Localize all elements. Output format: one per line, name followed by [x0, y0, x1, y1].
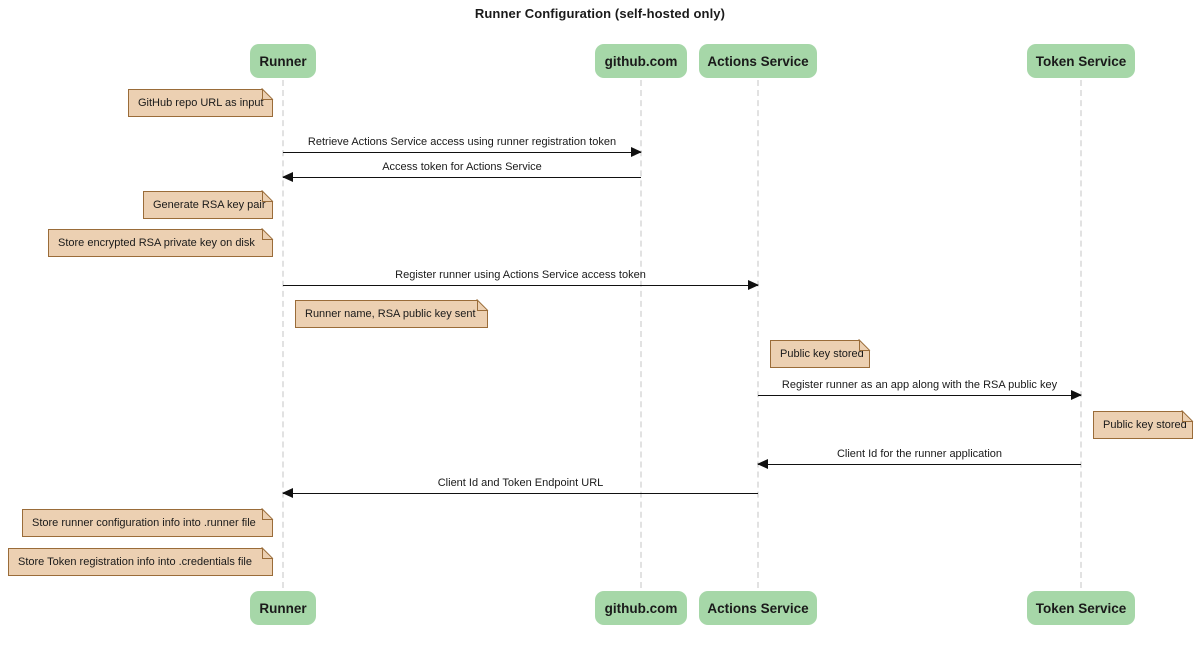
arrow-head-icon [748, 280, 759, 290]
participant-label: Token Service [1035, 53, 1127, 69]
note-github-repo-url[interactable]: GitHub repo URL as input [128, 89, 273, 117]
note-store-runner-config[interactable]: Store runner configuration info into .ru… [22, 509, 273, 537]
arrow-head-icon [757, 459, 768, 469]
participant-label: Token Service [1035, 600, 1127, 616]
note-text: Runner name, RSA public key sent [305, 308, 476, 320]
note-fold-corner-icon [262, 191, 273, 202]
participant-token-top[interactable]: Token Service [1027, 44, 1135, 78]
note-fold-corner-icon [262, 548, 273, 559]
participant-label: Runner [259, 53, 307, 69]
message-line [283, 493, 758, 494]
note-runner-name-pubkey[interactable]: Runner name, RSA public key sent [295, 300, 488, 328]
participant-label: github.com [604, 53, 678, 69]
message-line [283, 285, 758, 286]
participant-label: github.com [604, 600, 678, 616]
participant-label: Actions Service [707, 600, 809, 616]
message-line [758, 395, 1081, 396]
message-line [283, 177, 641, 178]
lifeline-github [640, 80, 642, 588]
note-fold-corner-icon [859, 340, 870, 351]
note-text: Public key stored [780, 348, 864, 360]
lifeline-token [1080, 80, 1082, 588]
note-fold-corner-icon [262, 229, 273, 240]
note-fold-corner-icon [262, 509, 273, 520]
participant-label: Runner [259, 600, 307, 616]
note-text: Store Token registration info into .cred… [18, 556, 252, 568]
note-text: Public key stored [1103, 419, 1187, 431]
message-label: Access token for Actions Service [382, 161, 542, 173]
note-text: Store runner configuration info into .ru… [32, 517, 256, 529]
message-label: Client Id and Token Endpoint URL [437, 477, 604, 489]
note-text: GitHub repo URL as input [138, 97, 264, 109]
note-text: Generate RSA key pair [153, 199, 266, 211]
message-line [283, 152, 641, 153]
participant-github-top[interactable]: github.com [595, 44, 687, 78]
message-line [758, 464, 1081, 465]
participant-github-bottom[interactable]: github.com [595, 591, 687, 625]
note-fold-corner-icon [262, 89, 273, 100]
note-public-key-stored-token[interactable]: Public key stored [1093, 411, 1193, 439]
participant-runner-bottom[interactable]: Runner [250, 591, 316, 625]
lifeline-actions [757, 80, 759, 588]
message-label: Retrieve Actions Service access using ru… [307, 136, 617, 148]
arrow-head-icon [282, 488, 293, 498]
page-title: Runner Configuration (self-hosted only) [474, 6, 726, 21]
note-store-private-key[interactable]: Store encrypted RSA private key on disk [48, 229, 273, 257]
message-label: Register runner using Actions Service ac… [395, 269, 646, 281]
participant-actions-top[interactable]: Actions Service [699, 44, 817, 78]
participant-label: Actions Service [707, 53, 809, 69]
arrow-head-icon [282, 172, 293, 182]
message-label: Client Id for the runner application [836, 448, 1003, 460]
note-public-key-stored-actions[interactable]: Public key stored [770, 340, 870, 368]
note-text: Store encrypted RSA private key on disk [58, 237, 255, 249]
participant-actions-bottom[interactable]: Actions Service [699, 591, 817, 625]
participant-runner-top[interactable]: Runner [250, 44, 316, 78]
participant-token-bottom[interactable]: Token Service [1027, 591, 1135, 625]
message-label: Register runner as an app along with the… [781, 379, 1058, 391]
note-store-token-reg[interactable]: Store Token registration info into .cred… [8, 548, 273, 576]
lifeline-runner [282, 80, 284, 588]
note-fold-corner-icon [477, 300, 488, 311]
note-generate-rsa[interactable]: Generate RSA key pair [143, 191, 273, 219]
arrow-head-icon [631, 147, 642, 157]
arrow-head-icon [1071, 390, 1082, 400]
note-fold-corner-icon [1182, 411, 1193, 422]
